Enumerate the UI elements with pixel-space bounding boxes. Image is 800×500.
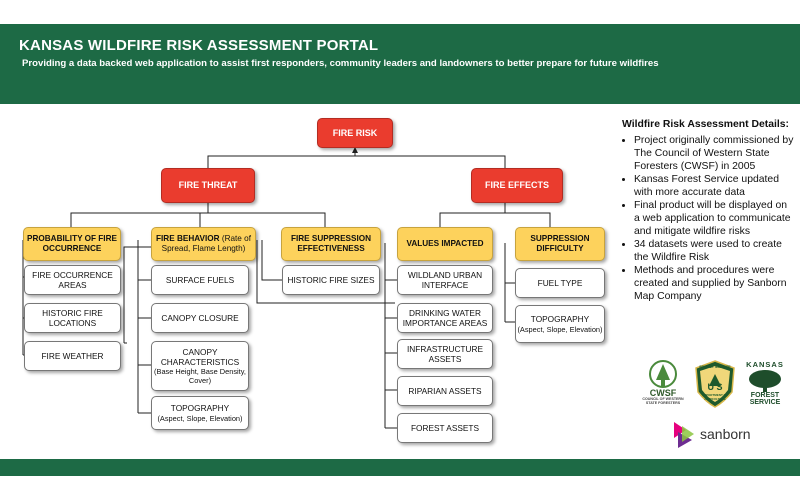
canopy-characteristics-sub: (Base Height, Base Density, Cover) [154,367,246,386]
fire-occurrence-areas-node: FIRE OCCURRENCE AREAS [24,265,121,295]
values-impacted-node: VALUES IMPACTED [397,227,493,261]
infrastructure-assets-node: INFRASTRUCTURE ASSETS [397,339,493,369]
page-subtitle: Providing a data backed web application … [22,58,659,69]
sanborn-logo: sanborn [668,418,768,452]
sanborn-mark-icon [674,422,694,448]
details-heading: Wildfire Risk Assessment Details: [622,119,789,130]
footer-bar [0,459,800,476]
fire-behavior-sub: (Rate of Spread, Flame Length) [161,234,251,253]
kfs-bottom-text: FOREST SERVICE [749,392,781,407]
forest-assets-node: FOREST ASSETS [397,413,493,443]
topography-difficulty-sub: (Aspect, Slope, Elevation) [517,324,603,334]
details-item: Final product will be displayed on a web… [634,199,794,238]
canopy-characteristics-node: CANOPY CHARACTERISTICS (Base Height, Bas… [151,341,249,391]
cwsf-subtext: COUNCIL OF WESTERN STATE FORESTERS [642,397,684,405]
header-banner: KANSAS WILDFIRE RISK ASSESSMENT PORTAL P… [0,24,800,104]
usfs-bottom-text: DEPARTMENT OF AGRICULTURE [702,393,728,401]
cwsf-text: CWSF [649,388,677,398]
historic-fire-sizes-node: HISTORIC FIRE SIZES [282,265,380,295]
topography-difficulty-node: TOPOGRAPHY (Aspect, Slope, Elevation) [515,305,605,343]
surface-fuels-node: SURFACE FUELS [151,265,249,295]
topography-behavior-node: TOPOGRAPHY (Aspect, Slope, Elevation) [151,396,249,430]
historic-fire-locations-node: HISTORIC FIRE LOCATIONS [24,303,121,333]
kfs-top-text: KANSAS [746,360,784,369]
details-panel: Wildfire Risk Assessment Details: Projec… [618,118,794,303]
fire-behavior-title: FIRE BEHAVIOR [156,234,220,243]
details-item: Methods and procedures were created and … [634,264,794,303]
page-title: KANSAS WILDFIRE RISK ASSESSMENT PORTAL [19,37,379,54]
fire-weather-node: FIRE WEATHER [24,341,121,371]
probability-node: PROBABILITY OF FIRE OCCURRENCE [23,227,121,261]
fire-risk-node: FIRE RISK [317,118,393,148]
canopy-characteristics-title: CANOPY CHARACTERISTICS [160,346,240,367]
usfs-mid-text: U S [707,382,723,392]
drinking-water-node: DRINKING WATER IMPORTANCE AREAS [397,303,493,333]
riparian-assets-node: RIPARIAN ASSETS [397,376,493,406]
usfs-logo: FOREST SERVICE U S DEPARTMENT OF AGRICUL… [694,360,736,408]
details-list: Project originally commissioned by The C… [618,134,794,303]
fuel-type-node: FUEL TYPE [515,268,605,298]
cwsf-tree-icon [649,360,677,388]
details-item: 34 datasets were used to create the Wild… [634,238,794,264]
canopy-closure-node: CANOPY CLOSURE [151,303,249,333]
suppression-difficulty-node: SUPPRESSION DIFFICULTY [515,227,605,261]
cwsf-logo: CWSF COUNCIL OF WESTERN STATE FORESTERS [640,360,686,410]
details-item: Kansas Forest Service updated with more … [634,173,794,199]
fire-effects-node: FIRE EFFECTS [471,168,563,203]
suppression-effectiveness-node: FIRE SUPPRESSION EFFECTIVENESS [281,227,381,261]
kfs-tree-icon [749,370,781,392]
fire-threat-node: FIRE THREAT [161,168,255,203]
topography-behavior-title: TOPOGRAPHY [170,403,230,414]
sanborn-text: sanborn [700,426,751,442]
usfs-top-text: FOREST SERVICE [699,365,731,369]
kfs-logo: KANSAS FOREST SERVICE [740,360,790,410]
details-item: Project originally commissioned by The C… [634,134,794,173]
topography-behavior-sub: (Aspect, Slope, Elevation) [157,413,243,423]
wildland-urban-interface-node: WILDLAND URBAN INTERFACE [397,265,493,295]
fire-behavior-node: FIRE BEHAVIOR (Rate of Spread, Flame Len… [151,227,256,261]
usfs-shield-icon [695,360,735,408]
topography-difficulty-title: TOPOGRAPHY [530,314,590,325]
